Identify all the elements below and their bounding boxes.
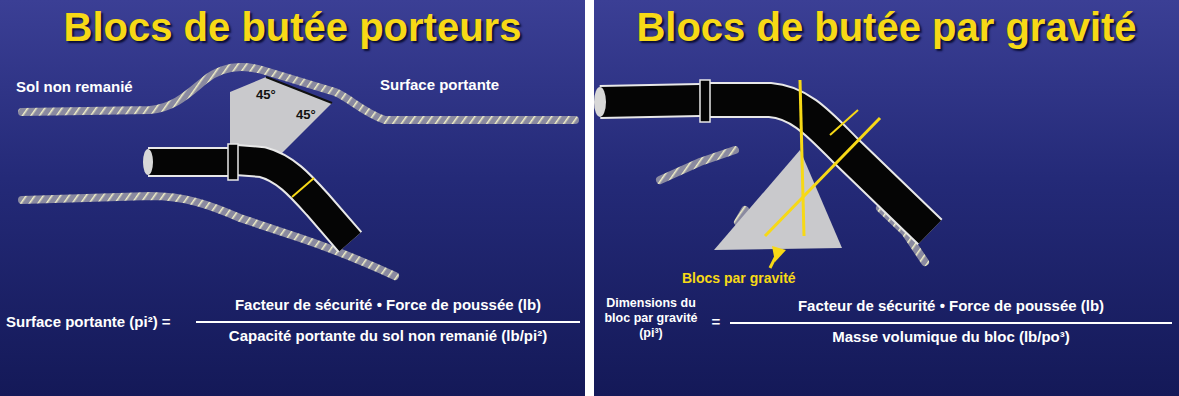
soil-label-text: Sol non remanié [16, 78, 133, 95]
formula-denominator-text: Masse volumique du bloc (lb/po³) [832, 328, 1070, 345]
soil-label: Sol non remanié [16, 78, 166, 95]
gravity-block [714, 150, 842, 250]
equals-sign-text: = [712, 313, 721, 330]
angle-label-text: 45° [296, 108, 316, 123]
force-lines [765, 80, 880, 268]
block-label: Blocs par gravité [682, 270, 842, 286]
block-label-text: Blocs par gravité [682, 270, 796, 286]
pipe [143, 144, 350, 242]
formula-denominator: Masse volumique du bloc (lb/po³) [732, 328, 1170, 345]
formula-numerator: Facteur de sécurité • Force de poussée (… [732, 297, 1170, 314]
panel-title-text: Blocs de butée par gravité [636, 4, 1136, 50]
panel-title: Blocs de butée porteurs [20, 4, 565, 50]
equals-sign: = [706, 313, 726, 330]
formula-denominator-text: Capacité portante du sol non remanié (lb… [229, 327, 547, 344]
angle-label-text: 45° [256, 88, 276, 103]
formula-numerator: Facteur de sécurité • Force de poussée (… [198, 296, 578, 313]
angle-label: 45° [256, 88, 286, 103]
surface-label-text: Surface portante [380, 76, 499, 93]
soil-hatching [22, 67, 575, 276]
fraction-bar [730, 322, 1172, 324]
formula-numerator-text: Facteur de sécurité • Force de poussée (… [798, 297, 1104, 314]
fraction-bar [196, 321, 580, 323]
formula-left: Dimensions du bloc par gravité (pi³) [600, 296, 702, 341]
formula-left-text: Surface portante (pi²) = [6, 313, 171, 330]
bearing-surface-line [266, 77, 332, 103]
angle-label: 45° [296, 108, 326, 123]
panel-title-text: Blocs de butée porteurs [64, 4, 522, 50]
panel-title: Blocs de butée par gravité [614, 4, 1159, 50]
formula-denominator: Capacité portante du sol non remanié (lb… [198, 327, 578, 344]
pipe [594, 80, 930, 232]
surface-label: Surface portante [380, 76, 570, 93]
formula-numerator-text: Facteur de sécurité • Force de poussée (… [235, 296, 541, 313]
formula-left-text: Dimensions du bloc par gravité (pi³) [602, 296, 700, 341]
formula-left: Surface portante (pi²) = [6, 313, 192, 330]
